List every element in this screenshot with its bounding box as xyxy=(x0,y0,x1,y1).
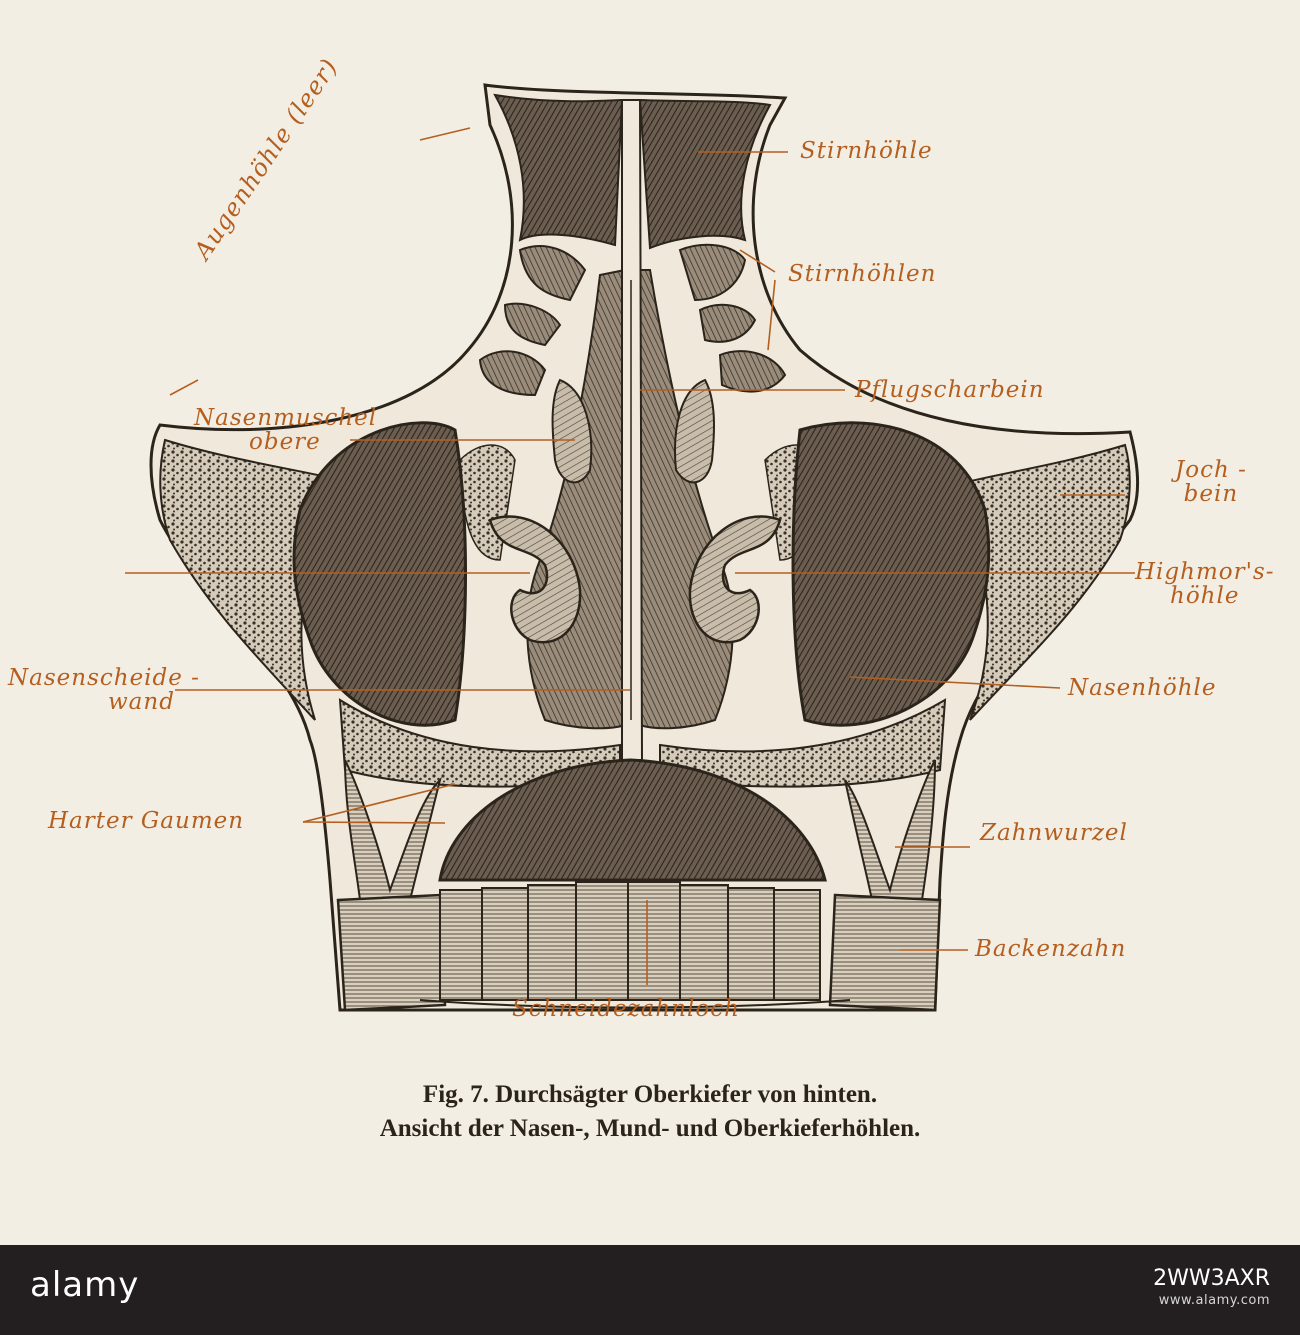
zygomatic-bone-left xyxy=(159,438,342,721)
label-highmors-line2: höhle xyxy=(1170,583,1240,610)
label-stirnhoehle: Stirnhöhle xyxy=(800,138,933,164)
hard-palate xyxy=(438,758,827,882)
label-pflugscharbein: Pflugscharbein xyxy=(855,377,1045,403)
leader-lines xyxy=(125,127,1135,985)
label-jochbein-line2: bein xyxy=(1183,481,1239,508)
tooth-root-left xyxy=(344,759,442,901)
middle-turbinate-left xyxy=(488,515,582,644)
label-jochbein-line1: Joch - xyxy=(1175,457,1247,483)
upper-turbinate-right xyxy=(674,378,715,484)
label-nasenmuschel: Nasenmuschel obere xyxy=(194,406,377,454)
tooth-root-right xyxy=(844,759,936,901)
frontal-sinus-right xyxy=(638,98,772,250)
label-nasenscheidewand-line1: Nasenscheide - xyxy=(8,665,200,691)
alamy-logo: alamy xyxy=(30,1265,140,1305)
anatomical-figure: Stirnhöhle Augenhöhle (leer) Stirnhöhlen… xyxy=(0,53,1300,1146)
label-backenzahn: Backenzahn xyxy=(975,936,1127,962)
caption-line-2: Ansicht der Nasen-, Mund- und Oberkiefer… xyxy=(379,1114,921,1142)
molar-right xyxy=(828,893,942,1012)
stock-footer-band: alamy 2WW3AXR www.alamy.com xyxy=(0,1245,1300,1335)
molar-left xyxy=(336,893,447,1012)
label-nasenmuschel-line1: Nasenmuschel xyxy=(194,405,378,431)
label-harter-gaumen: Harter Gaumen xyxy=(48,808,245,834)
zygomatic-bone-right xyxy=(953,443,1131,721)
upper-turbinate-left xyxy=(551,378,593,484)
label-schneidezahnloch: Schneidezahnloch xyxy=(512,996,740,1022)
label-highmors: Highmor's- höhle xyxy=(1135,560,1275,608)
figure-caption: Fig. 7. Durchsägter Oberkiefer von hinte… xyxy=(0,1078,1300,1146)
stock-image-id: 2WW3AXR www.alamy.com xyxy=(1153,1265,1270,1309)
caption-line-1: Fig. 7. Durchsägter Oberkiefer von hinte… xyxy=(422,1081,878,1108)
label-jochbein: Joch - bein xyxy=(1175,458,1247,506)
label-nasenhoehle: Nasenhöhle xyxy=(1068,675,1217,701)
maxilla-cross-section-illustration xyxy=(125,83,1139,1012)
maxillary-sinus-left xyxy=(292,421,467,727)
label-highmors-line1: Highmor's- xyxy=(1135,559,1275,585)
middle-turbinate-right xyxy=(688,515,782,644)
maxillary-sinus-right xyxy=(791,421,991,727)
image-id-text: 2WW3AXR xyxy=(1153,1266,1270,1291)
label-stirnhoehlen: Stirnhöhlen xyxy=(788,261,937,287)
label-nasenscheidewand-line2: wand xyxy=(108,689,175,716)
label-nasenscheidewand: Nasenscheide - wand xyxy=(8,666,200,714)
label-zahnwurzel: Zahnwurzel xyxy=(980,820,1128,846)
nasal-septum xyxy=(621,99,644,761)
stock-url-text: www.alamy.com xyxy=(1158,1292,1270,1308)
frontal-sinus-left xyxy=(493,93,624,247)
label-nasenmuschel-line2: obere xyxy=(249,429,321,456)
teeth-row xyxy=(439,881,821,1001)
